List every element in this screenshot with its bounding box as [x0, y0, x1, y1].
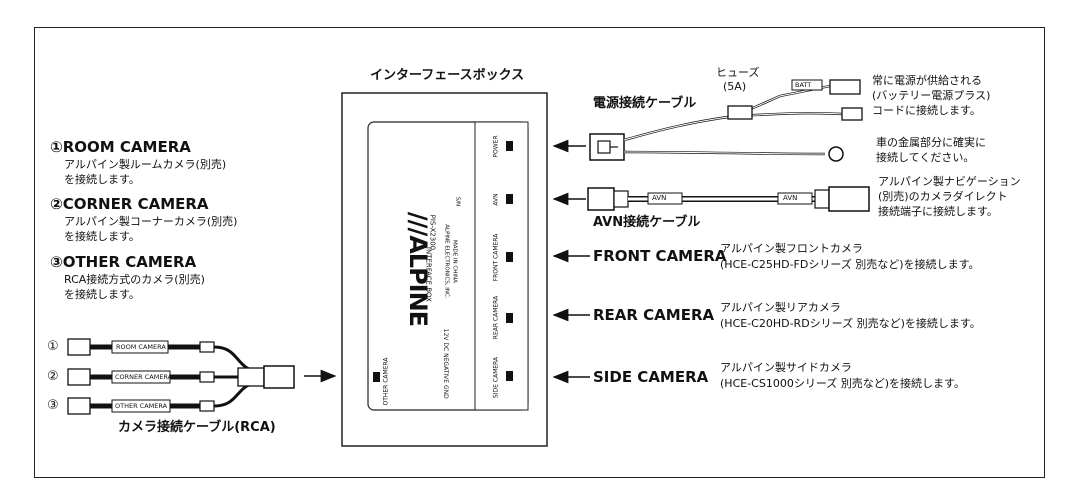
corner-camera-note: アルパイン製コーナーカメラ(別売) を接続します。 [64, 215, 238, 243]
side-camera-note: アルパイン製サイドカメラ (HCE-CS1000シリーズ 別売など)を接続します… [720, 361, 965, 390]
fuse-value: (5A) [723, 80, 747, 93]
port-side-camera: SIDE CAMERA [492, 356, 500, 399]
batt-note: 常に電源が供給される (バッテリー電源プラス) コードに接続します。 [872, 74, 991, 117]
box-model-code: PIS-X2300 [428, 214, 437, 251]
power-cable [589, 79, 863, 162]
rca-tag-room: ROOM CAMERA [116, 343, 166, 351]
right-arrows [304, 139, 590, 384]
avn-cable [587, 186, 870, 212]
port-front-camera: FRONT CAMERA [492, 233, 500, 282]
rca-tag-other: OTHER CAMERA [115, 402, 168, 410]
rca-tag-corner: CORNER CAMERA [115, 373, 173, 381]
rear-camera-name: REAR CAMERA [593, 306, 715, 324]
box-sn: S/N [454, 196, 461, 207]
box-print-2: MADE IN CHINA [451, 239, 458, 283]
port-markers [373, 141, 513, 382]
avn-tag-left: AVN [652, 194, 667, 202]
corner-camera-title: ②CORNER CAMERA [50, 195, 209, 213]
avn-tag-right: AVN [783, 194, 798, 202]
rca-plug-num-3: ③ [47, 398, 59, 413]
port-avn: AVN [492, 193, 500, 206]
port-other-camera: OTHER CAMERA [382, 357, 390, 406]
rca-plug-num-2: ② [47, 369, 59, 384]
port-rear-camera: REAR CAMERA [492, 295, 500, 340]
rca-cable-label: カメラ接続ケーブル(RCA) [118, 420, 276, 435]
box-title: インターフェースボックス [370, 68, 525, 83]
rca-cable [67, 338, 295, 415]
other-camera-note: RCA接続方式のカメラ(別売) を接続します。 [64, 273, 205, 301]
box-print-1: ALPINE ELECTRONICS, INC. [443, 224, 450, 299]
room-camera-title: ①ROOM CAMERA [50, 138, 191, 156]
diagram-frame [34, 27, 1045, 478]
other-camera-title: ③OTHER CAMERA [50, 253, 197, 271]
front-camera-note: アルパイン製フロントカメラ (HCE-C25HD-FDシリーズ 別売など)を接続… [720, 242, 980, 271]
avn-note: アルパイン製ナビゲーション (別売)のカメラダイレクト 接続端子に接続します。 [878, 175, 1021, 218]
side-camera-name: SIDE CAMERA [593, 368, 709, 386]
front-camera-name: FRONT CAMERA [593, 247, 727, 265]
rca-plug-num-1: ① [47, 339, 59, 354]
port-column [474, 121, 529, 411]
rear-camera-note: アルパイン製リアカメラ (HCE-C20HD-RDシリーズ 別売など)を接続しま… [720, 301, 981, 330]
batt-tag: BATT [795, 81, 812, 89]
port-power: POWER [492, 135, 500, 158]
room-camera-note: アルパイン製ルームカメラ(別売) を接続します。 [64, 158, 227, 186]
fuse-label: ヒューズ [716, 66, 760, 79]
avn-cable-label: AVN接続ケーブル [593, 215, 701, 230]
power-cable-label: 電源接続ケーブル [593, 96, 697, 111]
box-voltage: 12V DC NEGATIVE GND [441, 328, 449, 399]
ground-note: 車の金属部分に確実に 接続してください。 [876, 136, 986, 164]
